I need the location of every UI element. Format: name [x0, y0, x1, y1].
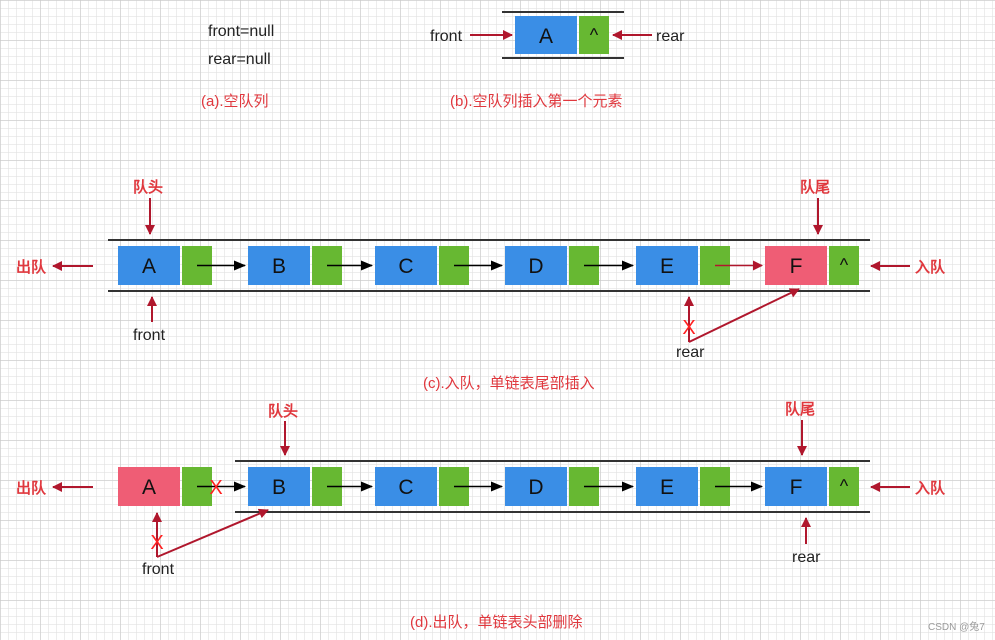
removed-pointer-marker: X: [150, 532, 163, 554]
node-value: D: [528, 255, 543, 278]
queue-node: F^: [765, 467, 859, 506]
queue-tail-label: 队尾: [785, 400, 815, 418]
rear-null-text: rear=null: [208, 51, 271, 68]
queue-node: D: [505, 467, 599, 506]
node-data-cell: [505, 467, 567, 506]
panel-b-caption: (b).空队列插入第一个元素: [450, 92, 623, 110]
node-value: B: [272, 255, 286, 278]
node-data-cell: [636, 467, 698, 506]
front-label: front: [142, 561, 175, 578]
removed-link-marker: X: [209, 477, 222, 499]
node-data-cell: [375, 246, 437, 285]
front-label: front: [430, 28, 463, 45]
rear-label: rear: [676, 344, 705, 361]
node-value: E: [660, 255, 674, 278]
node-value: F: [790, 476, 803, 499]
dequeue-label: 出队: [16, 258, 47, 276]
panel-d-caption: (d).出队，单链表头部删除: [410, 614, 583, 631]
queue-tail-label: 队尾: [800, 178, 830, 196]
node-next-cell: [829, 246, 859, 285]
node-data-cell: [248, 467, 310, 506]
node-data-cell: [248, 246, 310, 285]
node-null-pointer: ^: [840, 255, 849, 275]
node-value: A: [142, 476, 156, 499]
node-data-cell: [118, 467, 180, 506]
new-rear-pointer-arrow: [688, 288, 800, 343]
node-value: F: [790, 255, 803, 278]
node-value: A: [142, 255, 156, 278]
queue-node: A: [118, 467, 212, 506]
enqueue-label: 入队: [915, 258, 946, 276]
node-value: D: [528, 476, 543, 499]
queue-node: F^: [765, 246, 859, 285]
node-value: C: [398, 255, 413, 278]
node-next-cell: [829, 467, 859, 506]
queue-head-label: 队头: [133, 178, 163, 196]
removed-pointer-marker: X: [682, 317, 695, 339]
node-data-cell: [765, 246, 827, 285]
node-value: C: [398, 476, 413, 499]
rear-label: rear: [656, 28, 685, 45]
panel-a-caption: (a).空队列: [201, 93, 269, 110]
node-data-cell: [505, 246, 567, 285]
panel-c-caption: (c).入队，单链表尾部插入: [423, 375, 595, 392]
front-label: front: [133, 327, 166, 344]
node-value: A: [539, 25, 553, 48]
front-null-text: front=null: [208, 23, 274, 40]
enqueue-label: 入队: [915, 479, 946, 497]
node-null-pointer: ^: [840, 476, 849, 496]
rear-label: rear: [792, 549, 821, 566]
panel-b-first-insert: A ^ front rear (b).空队列插入第一个元素: [430, 11, 685, 110]
node-data-cell: [118, 246, 180, 285]
queue-node: A ^: [515, 16, 609, 54]
node-null-pointer: ^: [590, 25, 599, 45]
node-data-cell: [375, 467, 437, 506]
dequeue-label: 出队: [16, 479, 47, 497]
new-front-pointer-arrow: [156, 508, 269, 558]
node-value: E: [660, 476, 674, 499]
panel-a-empty-queue: front=null rear=null (a).空队列: [201, 23, 274, 110]
queue-node: D: [505, 246, 599, 285]
watermark: CSDN @兔7: [928, 620, 985, 633]
node-value: B: [272, 476, 286, 499]
node-next-cell: [579, 16, 609, 54]
node-data-cell: [765, 467, 827, 506]
node-data-cell: [515, 16, 577, 54]
node-data-cell: [636, 246, 698, 285]
queue-head-label: 队头: [268, 402, 298, 420]
